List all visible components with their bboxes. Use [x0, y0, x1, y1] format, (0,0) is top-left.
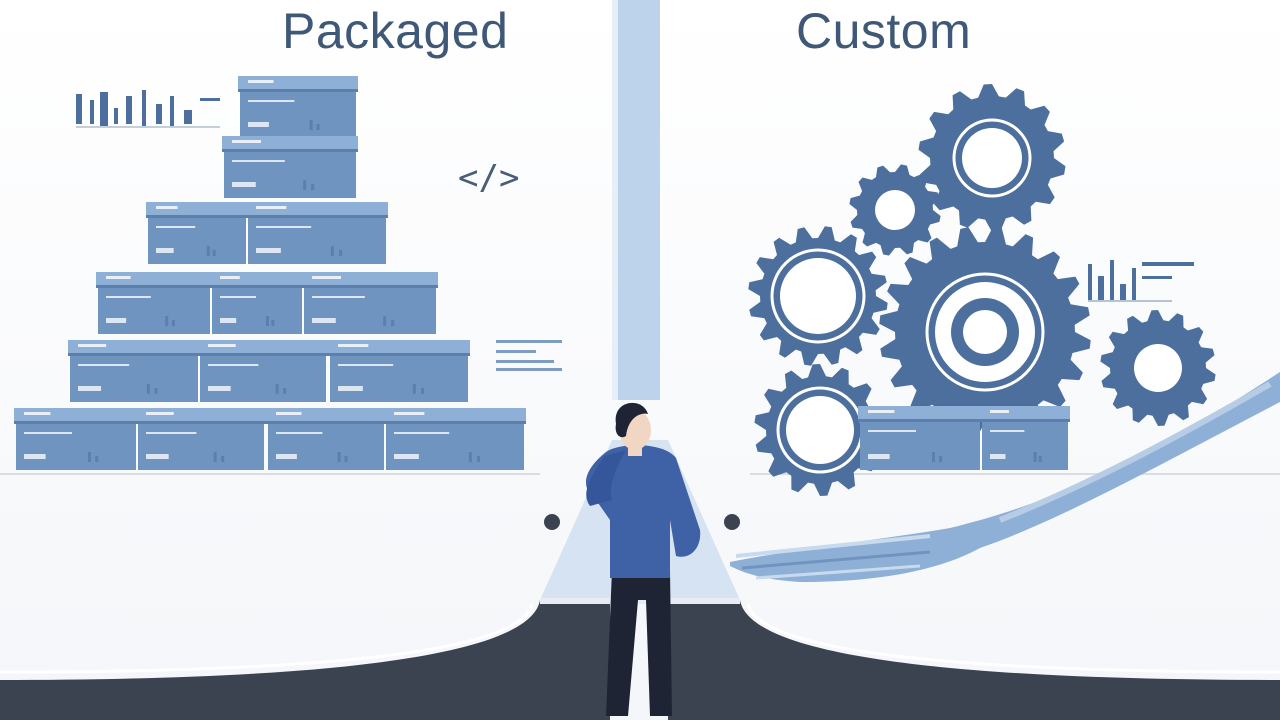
gear	[1100, 310, 1216, 426]
legend-fragment-left	[496, 340, 562, 371]
storage-box	[980, 406, 1070, 470]
storage-box	[146, 202, 248, 264]
gear-hub-hole	[963, 310, 1007, 354]
person-figure-icon	[585, 402, 701, 716]
center-divider	[618, 0, 660, 400]
gear	[918, 84, 1066, 232]
center-divider-edge	[612, 0, 618, 400]
code-tag-icon: </>	[458, 158, 520, 198]
storage-box	[858, 406, 982, 470]
storage-box	[14, 408, 138, 470]
box-row-right	[858, 406, 1070, 470]
title-packaged: Packaged	[282, 3, 509, 59]
box-stack-icon	[14, 76, 526, 470]
storage-box	[302, 272, 438, 334]
storage-box	[266, 408, 386, 470]
fork-icon	[730, 372, 1280, 582]
gear	[748, 226, 888, 366]
storage-box	[210, 272, 304, 334]
dot-left	[544, 514, 560, 530]
chart-fragment-right	[1088, 260, 1194, 302]
storage-box	[198, 340, 328, 402]
storage-box	[222, 136, 358, 198]
storage-box	[246, 202, 388, 264]
gear-cluster-icon	[748, 84, 1216, 496]
chart-fragment-left	[76, 90, 220, 128]
dot-right	[724, 514, 740, 530]
road-fork	[0, 598, 1280, 720]
storage-box	[384, 408, 526, 470]
storage-box	[238, 76, 358, 138]
gear	[849, 164, 941, 256]
title-custom: Custom	[796, 3, 972, 59]
storage-box	[328, 340, 470, 402]
storage-box	[68, 340, 200, 402]
storage-box	[96, 272, 212, 334]
storage-box	[136, 408, 266, 470]
